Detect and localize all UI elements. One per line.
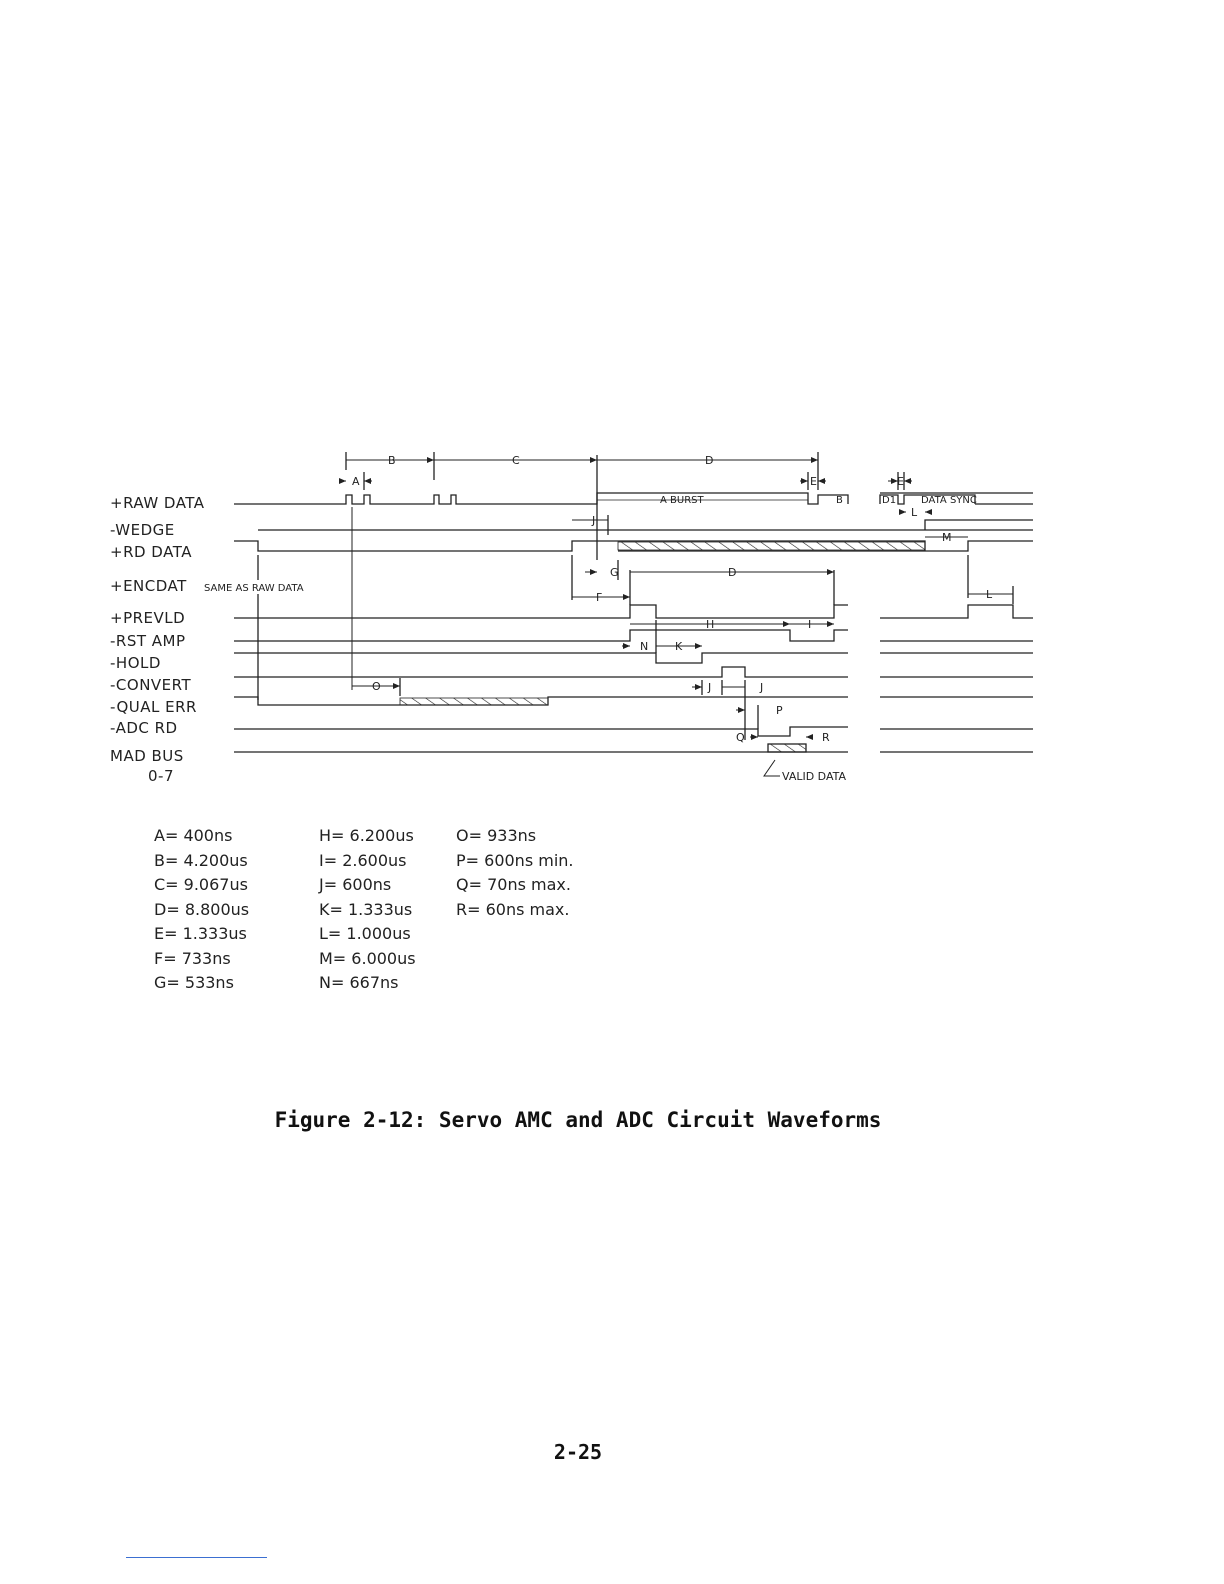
waveform-convert <box>234 666 1033 678</box>
qual-err-hatched-region <box>399 697 549 706</box>
waveform-qual-err <box>234 696 1033 706</box>
legend-entry-e: E= 1.333us <box>154 924 247 943</box>
timing-letter-e-right: E <box>897 475 904 488</box>
signal-label-rd-data: +RD DATA <box>110 543 192 561</box>
timing-letter-a: A <box>352 475 360 488</box>
timing-letter-j-top: J <box>591 514 595 527</box>
page-number: 2-25 <box>553 1440 603 1464</box>
signal-label-prevld: +PREVLD <box>110 609 186 627</box>
waveform-wedge <box>258 519 1033 531</box>
timing-letter-l-right: L <box>986 588 993 601</box>
rd-data-hatched-region <box>617 541 926 551</box>
timing-letter-m: M <box>942 531 952 544</box>
legend-entry-c: C= 9.067us <box>154 875 248 894</box>
data-sync-label: DATA SYNC <box>921 495 977 506</box>
legend-column-2: H= 6.200us I= 2.600us J= 600ns K= 1.333u… <box>319 824 416 996</box>
waveform-rst-amp <box>234 629 1033 642</box>
signal-label-encdat: +ENCDAT <box>110 577 187 595</box>
a-burst-label: A BURST <box>660 495 704 506</box>
legend-entry-d: D= 8.800us <box>154 899 250 919</box>
timing-letter-p: P <box>776 704 783 717</box>
legend-entry-l: L= 1.000us <box>319 924 411 943</box>
legend-entry-h: H= 6.200us <box>319 826 414 845</box>
signal-label-qual-err: -QUAL ERR <box>110 698 197 716</box>
signal-label-wedge: -WEDGE <box>110 521 175 539</box>
legend-entry-q: Q= 70ns max. <box>456 875 571 894</box>
signal-label-raw-data: +RAW DATA <box>110 494 205 512</box>
legend-entry-f: F= 733ns <box>154 948 231 968</box>
waveform-raw-data-right <box>879 492 1033 505</box>
same-as-raw-data-note: SAME AS RAW DATA <box>204 583 304 594</box>
timing-letter-j-right: J <box>759 681 763 694</box>
timing-letter-o: O <box>372 680 381 693</box>
legend-entry-b: B= 4.200us <box>154 850 248 870</box>
legend-entry-i: I= 2.600us <box>319 850 407 870</box>
timing-letter-k: K <box>675 640 683 653</box>
waveform-raw-data <box>234 492 849 505</box>
legend-entry-j: J= 600ns <box>319 875 392 894</box>
legend-entry-m: M= 6.000us <box>319 948 416 968</box>
timing-letter-e-top: E <box>810 475 817 488</box>
signal-label-mad-bus: MAD BUS <box>110 747 184 765</box>
signal-label-mad-bus-range: 0-7 <box>148 767 174 785</box>
timing-diagram: SAME AS RAW DATA A BURST B D1 DATA SYNC … <box>204 452 1033 783</box>
legend-entry-p: P= 600ns min. <box>456 850 574 870</box>
timing-letter-q: Q <box>736 731 745 744</box>
waveform-prevld <box>234 604 1033 619</box>
signal-label-convert: -CONVERT <box>110 676 192 694</box>
valid-data-label: VALID DATA <box>782 770 846 783</box>
timing-letter-n: N <box>640 640 648 653</box>
legend-column-1: A= 400ns B= 4.200us C= 9.067us D= 8.800u… <box>154 824 249 996</box>
timing-letter-g: G <box>610 566 619 579</box>
timing-letter-d-top: D <box>705 454 713 467</box>
mad-bus-valid-data-region <box>767 743 807 753</box>
timing-letter-c: C <box>512 454 520 467</box>
signal-label-adc-rd: -ADC RD <box>110 719 178 737</box>
timing-letter-f: F <box>596 591 602 604</box>
signal-label-hold: -HOLD <box>110 654 161 672</box>
timing-letter-j-left: J <box>707 681 711 694</box>
legend-column-3: O= 933ns P= 600ns min. Q= 70ns max. R= 6… <box>456 824 574 922</box>
timing-letter-d-mid: D <box>728 566 736 579</box>
figure-caption: Figure 2-12: Servo AMC and ADC Circuit W… <box>274 1108 882 1132</box>
d1-label: D1 <box>882 495 896 506</box>
legend-entry-n: N= 667ns <box>319 973 399 992</box>
timing-letter-i: I <box>808 618 811 631</box>
legend-entry-a: A= 400ns <box>154 826 233 845</box>
timing-letter-r: R <box>822 731 830 744</box>
b-burst-label: B <box>836 495 843 506</box>
timing-letter-h: H <box>706 618 714 631</box>
legend-entry-o: O= 933ns <box>456 826 537 845</box>
signal-label-rst-amp: -RST AMP <box>110 632 186 650</box>
legend-entry-k: K= 1.333us <box>319 899 413 919</box>
timing-letter-l-top: L <box>911 506 918 519</box>
waveform-hold <box>234 652 1033 664</box>
legend-entry-r: R= 60ns max. <box>456 899 570 919</box>
waveform-rd-data <box>234 540 1033 552</box>
waveform-adc-rd <box>234 726 1033 737</box>
footer-rule <box>126 1557 267 1558</box>
timing-letter-b: B <box>388 454 396 467</box>
legend-entry-g: G= 533ns <box>154 973 234 992</box>
